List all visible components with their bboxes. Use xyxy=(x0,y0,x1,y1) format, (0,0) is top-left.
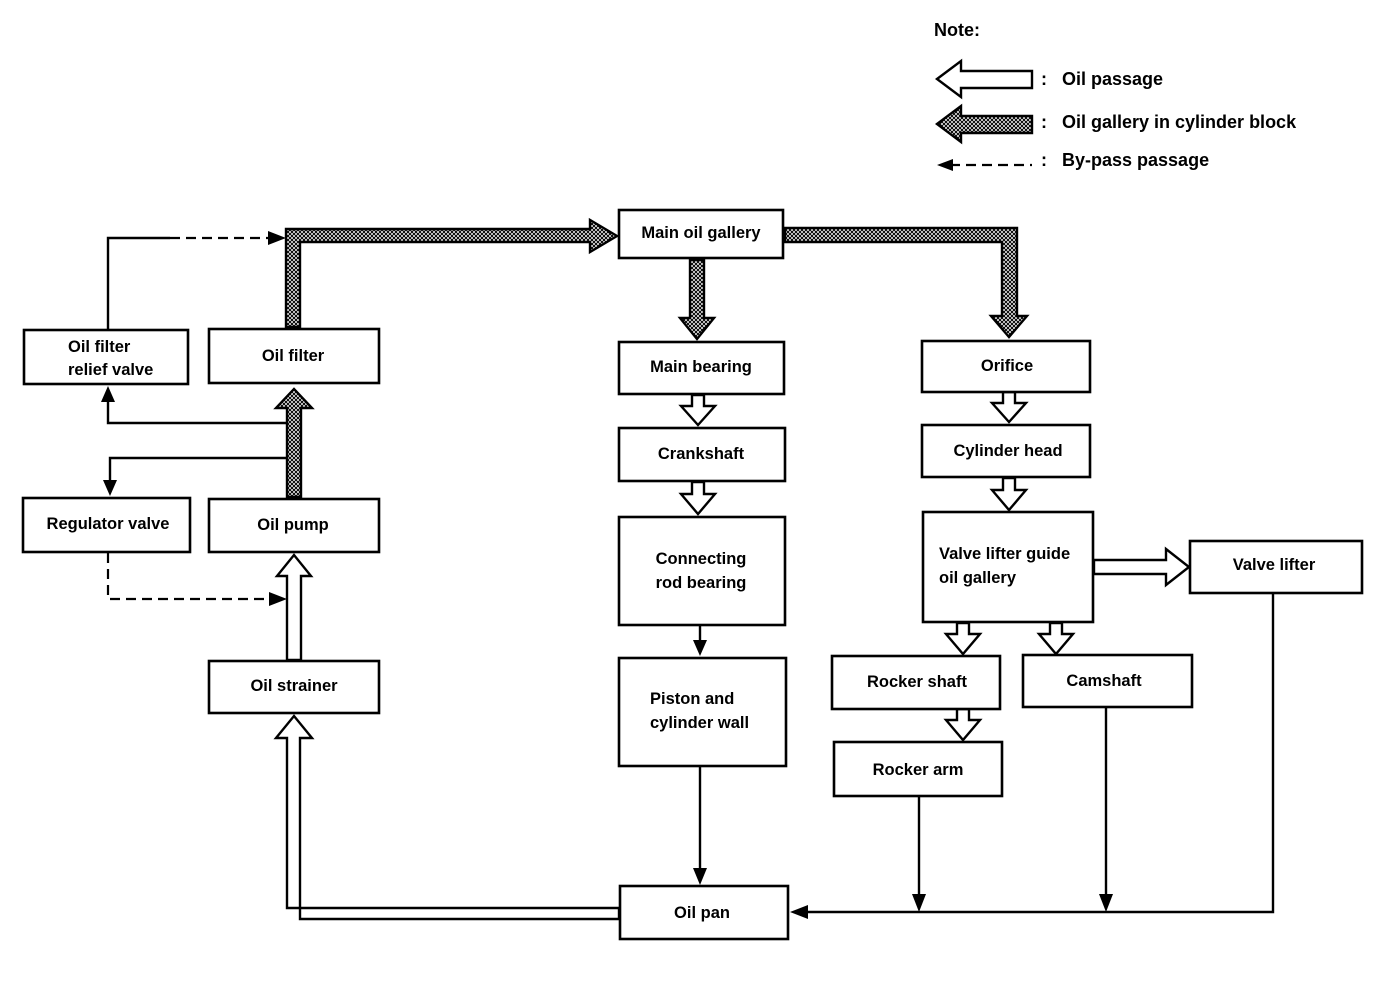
legend-separator-1: : xyxy=(1041,69,1047,89)
label-piston-line2: cylinder wall xyxy=(650,714,749,732)
label-oil-pump: Oil pump xyxy=(257,516,329,534)
legend-separator-2: : xyxy=(1041,112,1047,132)
regulator-bypass-line xyxy=(106,553,270,601)
gallery-arrows xyxy=(273,217,1030,499)
pump-to-filter-gallery-arrow xyxy=(273,387,315,499)
component-boxes: Main oil gallery Oil filter relief valve… xyxy=(21,208,1364,941)
pump-to-regulator-arrowhead xyxy=(103,480,117,496)
bearing-to-crankshaft-arrow xyxy=(678,393,718,427)
box-orifice: Orifice xyxy=(920,339,1092,394)
label-rocker-shaft: Rocker shaft xyxy=(867,673,967,691)
camshaft-return-arrowhead xyxy=(1099,894,1113,912)
main-gallery-to-bearing-arrow xyxy=(677,258,717,341)
label-oil-strainer: Oil strainer xyxy=(250,677,338,695)
label-oil-filter: Oil filter xyxy=(262,347,325,365)
box-oil-pump: Oil pump xyxy=(207,497,381,554)
relief-bypass-line-solid xyxy=(106,236,170,329)
box-crankshaft: Crankshaft xyxy=(617,426,787,483)
box-rocker-arm: Rocker arm xyxy=(832,740,1004,798)
label-conrod-line1: Connecting xyxy=(656,550,747,568)
legend-bypass-label: By-pass passage xyxy=(1062,150,1209,170)
filter-to-relief-line xyxy=(106,400,288,425)
box-valve-lifter: Valve lifter xyxy=(1188,539,1364,595)
box-piston-cylinder-wall: Piston and cylinder wall xyxy=(617,656,788,768)
box-connecting-rod-bearing: Connecting rod bearing xyxy=(617,515,787,627)
crankshaft-to-conrod-arrow xyxy=(678,480,718,516)
box-camshaft: Camshaft xyxy=(1021,653,1194,709)
return-line-arrowhead xyxy=(790,905,808,919)
box-cylinder-head: Cylinder head xyxy=(920,423,1092,479)
line-connectors xyxy=(101,231,1275,919)
label-oil-pan: Oil pan xyxy=(674,904,730,922)
legend: Note: : Oil passage : Oil gallery in cyl… xyxy=(934,20,1297,171)
box-oil-pan: Oil pan xyxy=(618,884,790,941)
label-piston-line1: Piston and xyxy=(650,690,734,708)
pump-to-regulator-line xyxy=(108,456,288,480)
label-relief-valve-line2: relief valve xyxy=(68,361,153,379)
label-lifter-guide-line1: Valve lifter guide xyxy=(939,545,1070,563)
head-to-lifter-guide-arrow xyxy=(989,476,1029,512)
label-regulator-valve: Regulator valve xyxy=(47,515,170,533)
orifice-to-head-arrow xyxy=(989,390,1029,424)
legend-heading: Note: xyxy=(934,20,980,40)
legend-separator-3: : xyxy=(1041,150,1047,170)
lifter-guide-to-camshaft-arrow xyxy=(1036,621,1076,656)
label-cylinder-head: Cylinder head xyxy=(953,442,1062,460)
filter-to-main-gallery-arrow xyxy=(284,217,620,329)
label-main-bearing: Main bearing xyxy=(650,358,752,376)
legend-bypass-arrowhead xyxy=(937,159,953,171)
piston-to-pan-arrowhead xyxy=(693,868,707,885)
regulator-bypass-arrowhead xyxy=(269,592,287,606)
legend-oil-gallery-arrow xyxy=(935,103,1034,145)
label-crankshaft: Crankshaft xyxy=(658,445,745,463)
legend-oil-passage-arrow xyxy=(935,58,1034,100)
box-rocker-shaft: Rocker shaft xyxy=(830,654,1002,711)
legend-oil-passage-label: Oil passage xyxy=(1062,69,1163,89)
lifter-guide-to-lifter-arrow xyxy=(1092,546,1191,588)
lifter-guide-to-rocker-shaft-arrow xyxy=(943,621,983,656)
pan-to-strainer-arrow xyxy=(273,714,621,921)
label-conrod-line2: rod bearing xyxy=(656,574,747,592)
label-camshaft: Camshaft xyxy=(1066,672,1142,690)
return-line xyxy=(806,594,1275,914)
hollow-arrows xyxy=(273,390,1191,921)
box-oil-filter-relief-valve: Oil filter relief valve xyxy=(22,328,190,386)
label-relief-valve-line1: Oil filter xyxy=(68,338,131,356)
conrod-to-piston-arrowhead xyxy=(693,640,707,656)
box-main-bearing: Main bearing xyxy=(617,340,786,396)
main-gallery-to-orifice-arrow xyxy=(783,226,1030,339)
label-lifter-guide-line2: oil gallery xyxy=(939,569,1017,587)
box-valve-lifter-guide: Valve lifter guide oil gallery xyxy=(921,510,1095,624)
strainer-to-pump-arrow xyxy=(274,553,314,662)
legend-oil-gallery-label: Oil gallery in cylinder block xyxy=(1062,112,1297,132)
box-oil-filter: Oil filter xyxy=(207,327,381,385)
box-main-oil-gallery: Main oil gallery xyxy=(617,208,785,260)
relief-bypass-arrowhead xyxy=(268,231,286,245)
box-oil-strainer: Oil strainer xyxy=(207,659,381,715)
rocker-arm-return-arrowhead xyxy=(912,894,926,912)
box-regulator-valve: Regulator valve xyxy=(21,496,192,554)
rocker-shaft-to-arm-arrow xyxy=(943,707,983,742)
label-rocker-arm: Rocker arm xyxy=(873,761,964,779)
filter-to-relief-arrowhead xyxy=(101,386,115,402)
label-main-oil-gallery: Main oil gallery xyxy=(641,224,761,242)
label-valve-lifter: Valve lifter xyxy=(1233,556,1316,574)
label-orifice: Orifice xyxy=(981,357,1033,375)
